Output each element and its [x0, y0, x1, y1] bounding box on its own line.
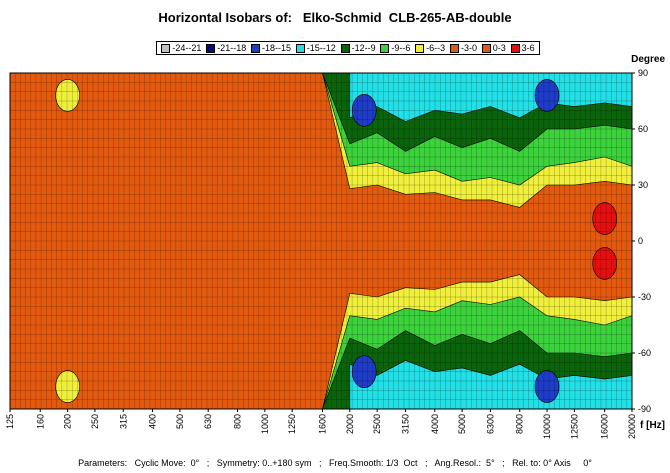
legend-label: -12--9: [351, 43, 376, 53]
x-tick-label: 10000: [542, 414, 552, 439]
legend-swatch: [380, 43, 390, 53]
x-tick-label: 2500: [372, 414, 382, 434]
y-tick-label: 30: [638, 180, 648, 190]
legend-item: -6--3: [415, 43, 445, 53]
x-tick-label: 500: [175, 414, 185, 429]
legend-swatch: [481, 43, 491, 53]
legend-item: -18--15: [250, 43, 291, 53]
legend-item: 0-3: [481, 43, 506, 53]
chart-title: Horizontal Isobars of: Elko-Schmid CLB-2…: [158, 10, 512, 25]
x-tick-label: 4000: [430, 414, 440, 434]
legend-swatch: [206, 43, 216, 53]
contour-hotspot: [55, 370, 80, 403]
x-tick-label: 250: [90, 414, 100, 429]
legend-item: 3-6: [510, 43, 535, 53]
contour-hotspot: [351, 94, 377, 127]
legend-label: -15--12: [306, 43, 336, 53]
x-tick-label: 315: [118, 414, 128, 429]
contour-hotspot: [534, 370, 560, 403]
y-tick-label: -60: [638, 348, 651, 358]
legend-label: -18--15: [261, 43, 291, 53]
legend-swatch: [295, 43, 305, 53]
x-tick-label: 3150: [400, 414, 410, 434]
legend-swatch: [250, 43, 260, 53]
legend-label: -3-0: [460, 43, 477, 53]
legend-label: -24--21: [172, 43, 202, 53]
contour-hotspot: [55, 79, 80, 112]
legend-label: -6--3: [426, 43, 446, 53]
legend-label: -21--18: [217, 43, 247, 53]
legend-item: -15--12: [295, 43, 336, 53]
legend-item: -9--6: [380, 43, 410, 53]
legend-label: -9--6: [391, 43, 411, 53]
y-tick-label: -30: [638, 292, 651, 302]
x-tick-label: 12500: [569, 414, 579, 439]
parameters-footer: Parameters: Cyclic Move: 0° ; Symmetry: …: [78, 458, 592, 468]
legend-item: -24--21: [161, 43, 201, 53]
y-axis-label: Degree: [631, 54, 665, 65]
grid: [10, 73, 632, 409]
x-tick-label: 160: [35, 414, 45, 429]
x-tick-label: 1250: [287, 414, 297, 434]
x-tick-label: 400: [148, 414, 158, 429]
plot-area: [10, 73, 632, 409]
x-tick-label: 2000: [345, 414, 355, 434]
x-tick-label: 800: [233, 414, 243, 429]
y-tick-label: -90: [638, 404, 651, 414]
legend-swatch: [449, 43, 459, 53]
contour-hotspot: [592, 202, 618, 235]
x-tick-label: 1000: [260, 414, 270, 434]
legend-swatch: [161, 43, 171, 53]
x-tick-label: 20000: [627, 414, 637, 439]
legend-swatch: [510, 43, 520, 53]
y-tick-label: 0: [638, 236, 643, 246]
y-tick-label: 90: [638, 68, 648, 78]
x-tick-label: 630: [203, 414, 213, 429]
contour-hotspot: [351, 355, 377, 389]
x-tick-label: 16000: [600, 414, 610, 439]
legend-swatch: [415, 43, 425, 53]
contour-hotspot: [534, 79, 560, 112]
legend-swatch: [340, 43, 350, 53]
legend: -24--21 -21--18 -18--15 -15--12 -12--9 -9--6 -…: [156, 41, 540, 55]
contour-hotspot: [592, 247, 618, 280]
legend-item: -12--9: [340, 43, 376, 53]
legend-item: -3-0: [449, 43, 477, 53]
legend-label: 3-6: [521, 43, 535, 53]
x-tick-label: 125: [5, 414, 15, 429]
legend-item: -21--18: [206, 43, 246, 53]
x-tick-label: 1600: [317, 414, 327, 434]
x-tick-label: 6300: [485, 414, 495, 434]
x-tick-label: 200: [63, 414, 73, 429]
x-axis-label: f [Hz]: [640, 420, 665, 431]
y-tick-label: 60: [638, 124, 648, 134]
legend-label: 0-3: [492, 43, 506, 53]
x-tick-label: 5000: [457, 414, 467, 434]
x-tick-label: 8000: [515, 414, 525, 434]
